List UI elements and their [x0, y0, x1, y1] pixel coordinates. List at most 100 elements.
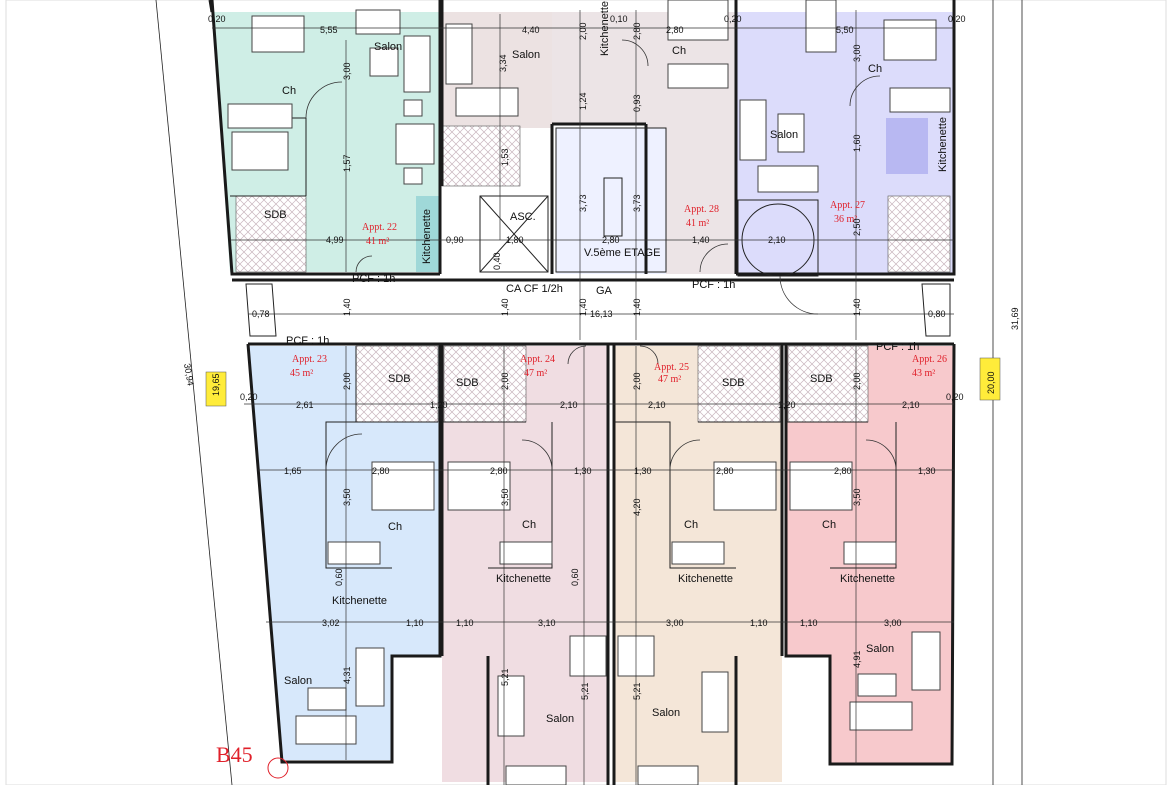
room-ch-25: Ch [684, 519, 698, 531]
room-labels: Salon Ch SDB Kitchenette Salon Kitchenet… [264, 1, 949, 725]
bathroom-hatches [235, 125, 951, 423]
room-salon-23: Salon [284, 675, 312, 687]
dim-200-25: 2,00 [632, 372, 642, 390]
dim-110-d: 1,10 [800, 618, 818, 628]
dimension-labels: 5,55 4,40 2,80 5,50 3,00 1,57 3,34 2,00 … [208, 14, 966, 700]
furniture [227, 0, 951, 785]
room-sdb-26: SDB [810, 373, 833, 385]
highlight-left [205, 371, 227, 407]
wall-bottom-left [246, 343, 442, 764]
room-ch-26: Ch [822, 519, 836, 531]
room-pcf-4: PCF : 1h [876, 341, 919, 353]
dim-210-a: 2,10 [560, 400, 578, 410]
dim-334: 3,34 [498, 54, 508, 72]
appt23-name: Appt. 23 [292, 354, 327, 365]
dim-200-23: 2,00 [342, 372, 352, 390]
room-ga: GA [596, 285, 613, 297]
dim-350-b: 3,50 [500, 488, 510, 506]
outer-dim-right: 31,69 [1010, 307, 1020, 330]
dim-499: 4,99 [326, 235, 344, 245]
highlight-right-text: 20,00 [986, 371, 996, 394]
dim-140-corr-c: 1,40 [578, 298, 588, 316]
dim-302: 3,02 [322, 618, 340, 628]
sheet-label: B45 [216, 742, 253, 767]
dim-060-b: 0,60 [570, 568, 580, 586]
dim-140-mid: 1,40 [692, 235, 710, 245]
dim-280-b: 2,80 [490, 466, 508, 476]
dim-110-b: 1,10 [456, 618, 474, 628]
dim-373-b: 3,73 [632, 194, 642, 212]
dim-110-c: 1,10 [750, 618, 768, 628]
room-sdb-24: SDB [456, 377, 479, 389]
lift-shaft [479, 195, 549, 273]
sdb-top-hatch [441, 125, 521, 187]
dim-491: 4,91 [852, 650, 862, 668]
appt25-area: 47 m² [658, 374, 681, 385]
wall-bottom-mid2 [612, 344, 784, 785]
room-salon-top: Salon [512, 49, 540, 61]
room-ca-cf: CA CF 1/2h [506, 283, 563, 295]
room-kitchenette-26: Kitchenette [840, 573, 895, 585]
dim-210-spiral: 2,10 [768, 235, 786, 245]
dim-420: 4,20 [632, 498, 642, 516]
dim-250: 2,50 [852, 218, 862, 236]
dim-140-corr-d: 1,40 [632, 298, 642, 316]
dim-300-27: 3,00 [852, 44, 862, 62]
dim-160: 1,60 [852, 134, 862, 152]
room-sdb-25: SDB [722, 377, 745, 389]
outer-dim-line-left [155, 0, 233, 785]
dim-153: 1,53 [500, 148, 510, 166]
dim-300-26: 3,00 [884, 618, 902, 628]
room-salon-22: Salon [374, 41, 402, 53]
appt27-name: Appt. 27 [830, 200, 865, 211]
dim-350-a: 3,50 [342, 488, 352, 506]
wall-top-block [208, 0, 956, 276]
dim-078: 0,78 [252, 309, 270, 319]
highlight-left-text: 19,65 [211, 373, 221, 396]
dim-280-top: 2,80 [666, 25, 684, 35]
room-salon-26: Salon [866, 643, 894, 655]
appt22-area: 41 m² [366, 236, 389, 247]
dimension-lines [212, 10, 954, 785]
room-kitchenette-27: Kitchenette [937, 117, 949, 172]
dim-310: 3,10 [538, 618, 556, 628]
dim-120-b: 1,20 [778, 400, 796, 410]
room-ch-23: Ch [388, 521, 402, 533]
appt24-area: 47 m² [524, 368, 547, 379]
room-kitchenette-22: Kitchenette [421, 209, 433, 264]
room-pcf-2: PCF : 1h [692, 279, 735, 291]
dim-280-mid: 2,80 [602, 235, 620, 245]
appt26-area: 43 m² [912, 368, 935, 379]
dim-373-a: 3,73 [578, 194, 588, 212]
dim-521-c: 5,21 [632, 682, 642, 700]
sheet-label-marker [267, 757, 289, 779]
room-salon-25: Salon [652, 707, 680, 719]
dim-555: 5,55 [320, 25, 338, 35]
dim-521-a: 5,21 [500, 668, 510, 686]
wall-bottom-mid1 [440, 344, 610, 785]
dim-140-corr-e: 1,40 [852, 298, 862, 316]
sdb-appt25-hatch [697, 345, 781, 423]
highlight-right [979, 357, 1001, 401]
sdb-appt22-hatch [235, 195, 307, 273]
room-ch-28: Ch [672, 45, 686, 57]
room-kitchenette-23: Kitchenette [332, 595, 387, 607]
room-ch-27: Ch [868, 63, 882, 75]
dim-210-b: 2,10 [648, 400, 666, 410]
dim-140-corr-a: 1,40 [342, 298, 352, 316]
dim-124: 1,24 [578, 92, 588, 110]
fill-appt22-kitchen [416, 196, 440, 272]
dim-020-c: 0,20 [724, 14, 742, 24]
fill-appt27-kitchen [886, 118, 928, 174]
sdb-appt27-hatch [887, 195, 951, 273]
room-pcf-3: PCF : 1h [286, 335, 329, 347]
dim-040: 0,40 [492, 252, 502, 270]
room-salon-27: Salon [770, 129, 798, 141]
appt27-area: 36 m² [834, 214, 857, 225]
dim-120-a: 1,20 [430, 400, 448, 410]
sdb-appt26-hatch [787, 345, 869, 423]
appt28-area: 41 m² [686, 218, 709, 229]
dim-180: 1,80 [506, 235, 524, 245]
appt22-name: Appt. 22 [362, 222, 397, 233]
dim-020-d: 0,20 [240, 392, 258, 402]
